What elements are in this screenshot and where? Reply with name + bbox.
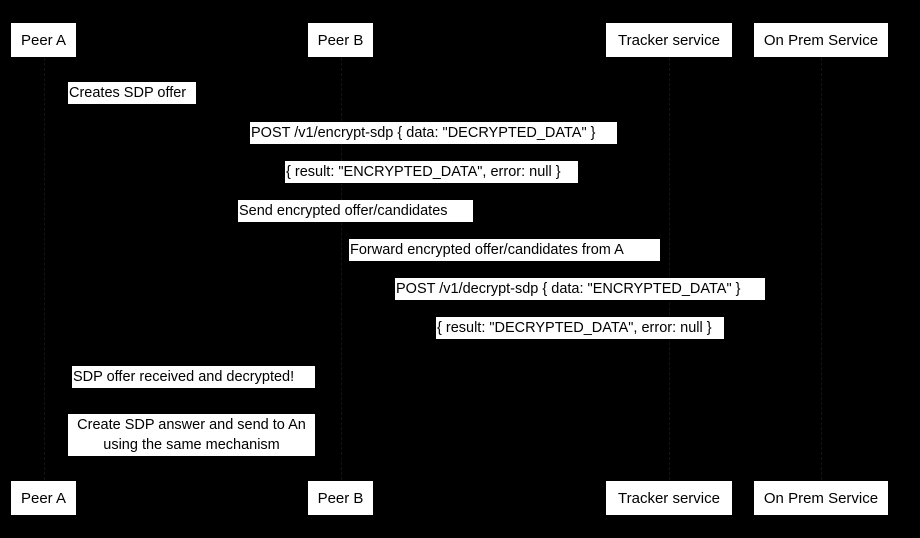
participant-header-peer-a[interactable]: Peer A <box>10 22 77 58</box>
message-label-creates-sdp-offer: Creates SDP offer <box>68 82 196 104</box>
message-label-send-encrypted-offer-candidates: Send encrypted offer/candidates <box>238 200 473 222</box>
participant-header-peer-b[interactable]: Peer B <box>307 22 374 58</box>
message-label-create-sdp-answer-line2: using the same mechanism <box>103 437 280 453</box>
participant-footer-on-prem-service[interactable]: On Prem Service <box>753 480 889 516</box>
message-label-post-decrypt-sdp: POST /v1/decrypt-sdp { data: "ENCRYPTED_… <box>395 278 765 300</box>
message-label-create-sdp-answer: Create SDP answer and send to An using t… <box>68 414 315 456</box>
arrow-create-sdp-answer <box>340 457 386 477</box>
message-label-post-encrypt-sdp: POST /v1/encrypt-sdp { data: "DECRYPTED_… <box>250 122 617 144</box>
arrow-sdp-offer-received <box>340 387 386 409</box>
lifeline-peer-b <box>340 58 342 480</box>
message-label-sdp-offer-received: SDP offer received and decrypted! <box>72 366 315 388</box>
message-label-forward-encrypted-offer-candidates: Forward encrypted offer/candidates from … <box>349 239 660 261</box>
participant-header-on-prem-service[interactable]: On Prem Service <box>753 22 889 58</box>
participant-header-tracker-service[interactable]: Tracker service <box>605 22 733 58</box>
message-label-result-encrypted-data: { result: "ENCRYPTED_DATA", error: null … <box>285 161 578 183</box>
message-label-result-decrypted-data: { result: "DECRYPTED_DATA", error: null … <box>436 317 724 339</box>
participant-footer-peer-a[interactable]: Peer A <box>10 480 77 516</box>
participant-footer-tracker-service[interactable]: Tracker service <box>605 480 733 516</box>
lifeline-peer-a <box>43 58 45 480</box>
participant-footer-peer-b[interactable]: Peer B <box>307 480 374 516</box>
lifeline-tracker <box>669 58 670 480</box>
lifeline-on-prem <box>821 58 822 480</box>
message-label-create-sdp-answer-line1: Create SDP answer and send to An <box>77 417 306 433</box>
